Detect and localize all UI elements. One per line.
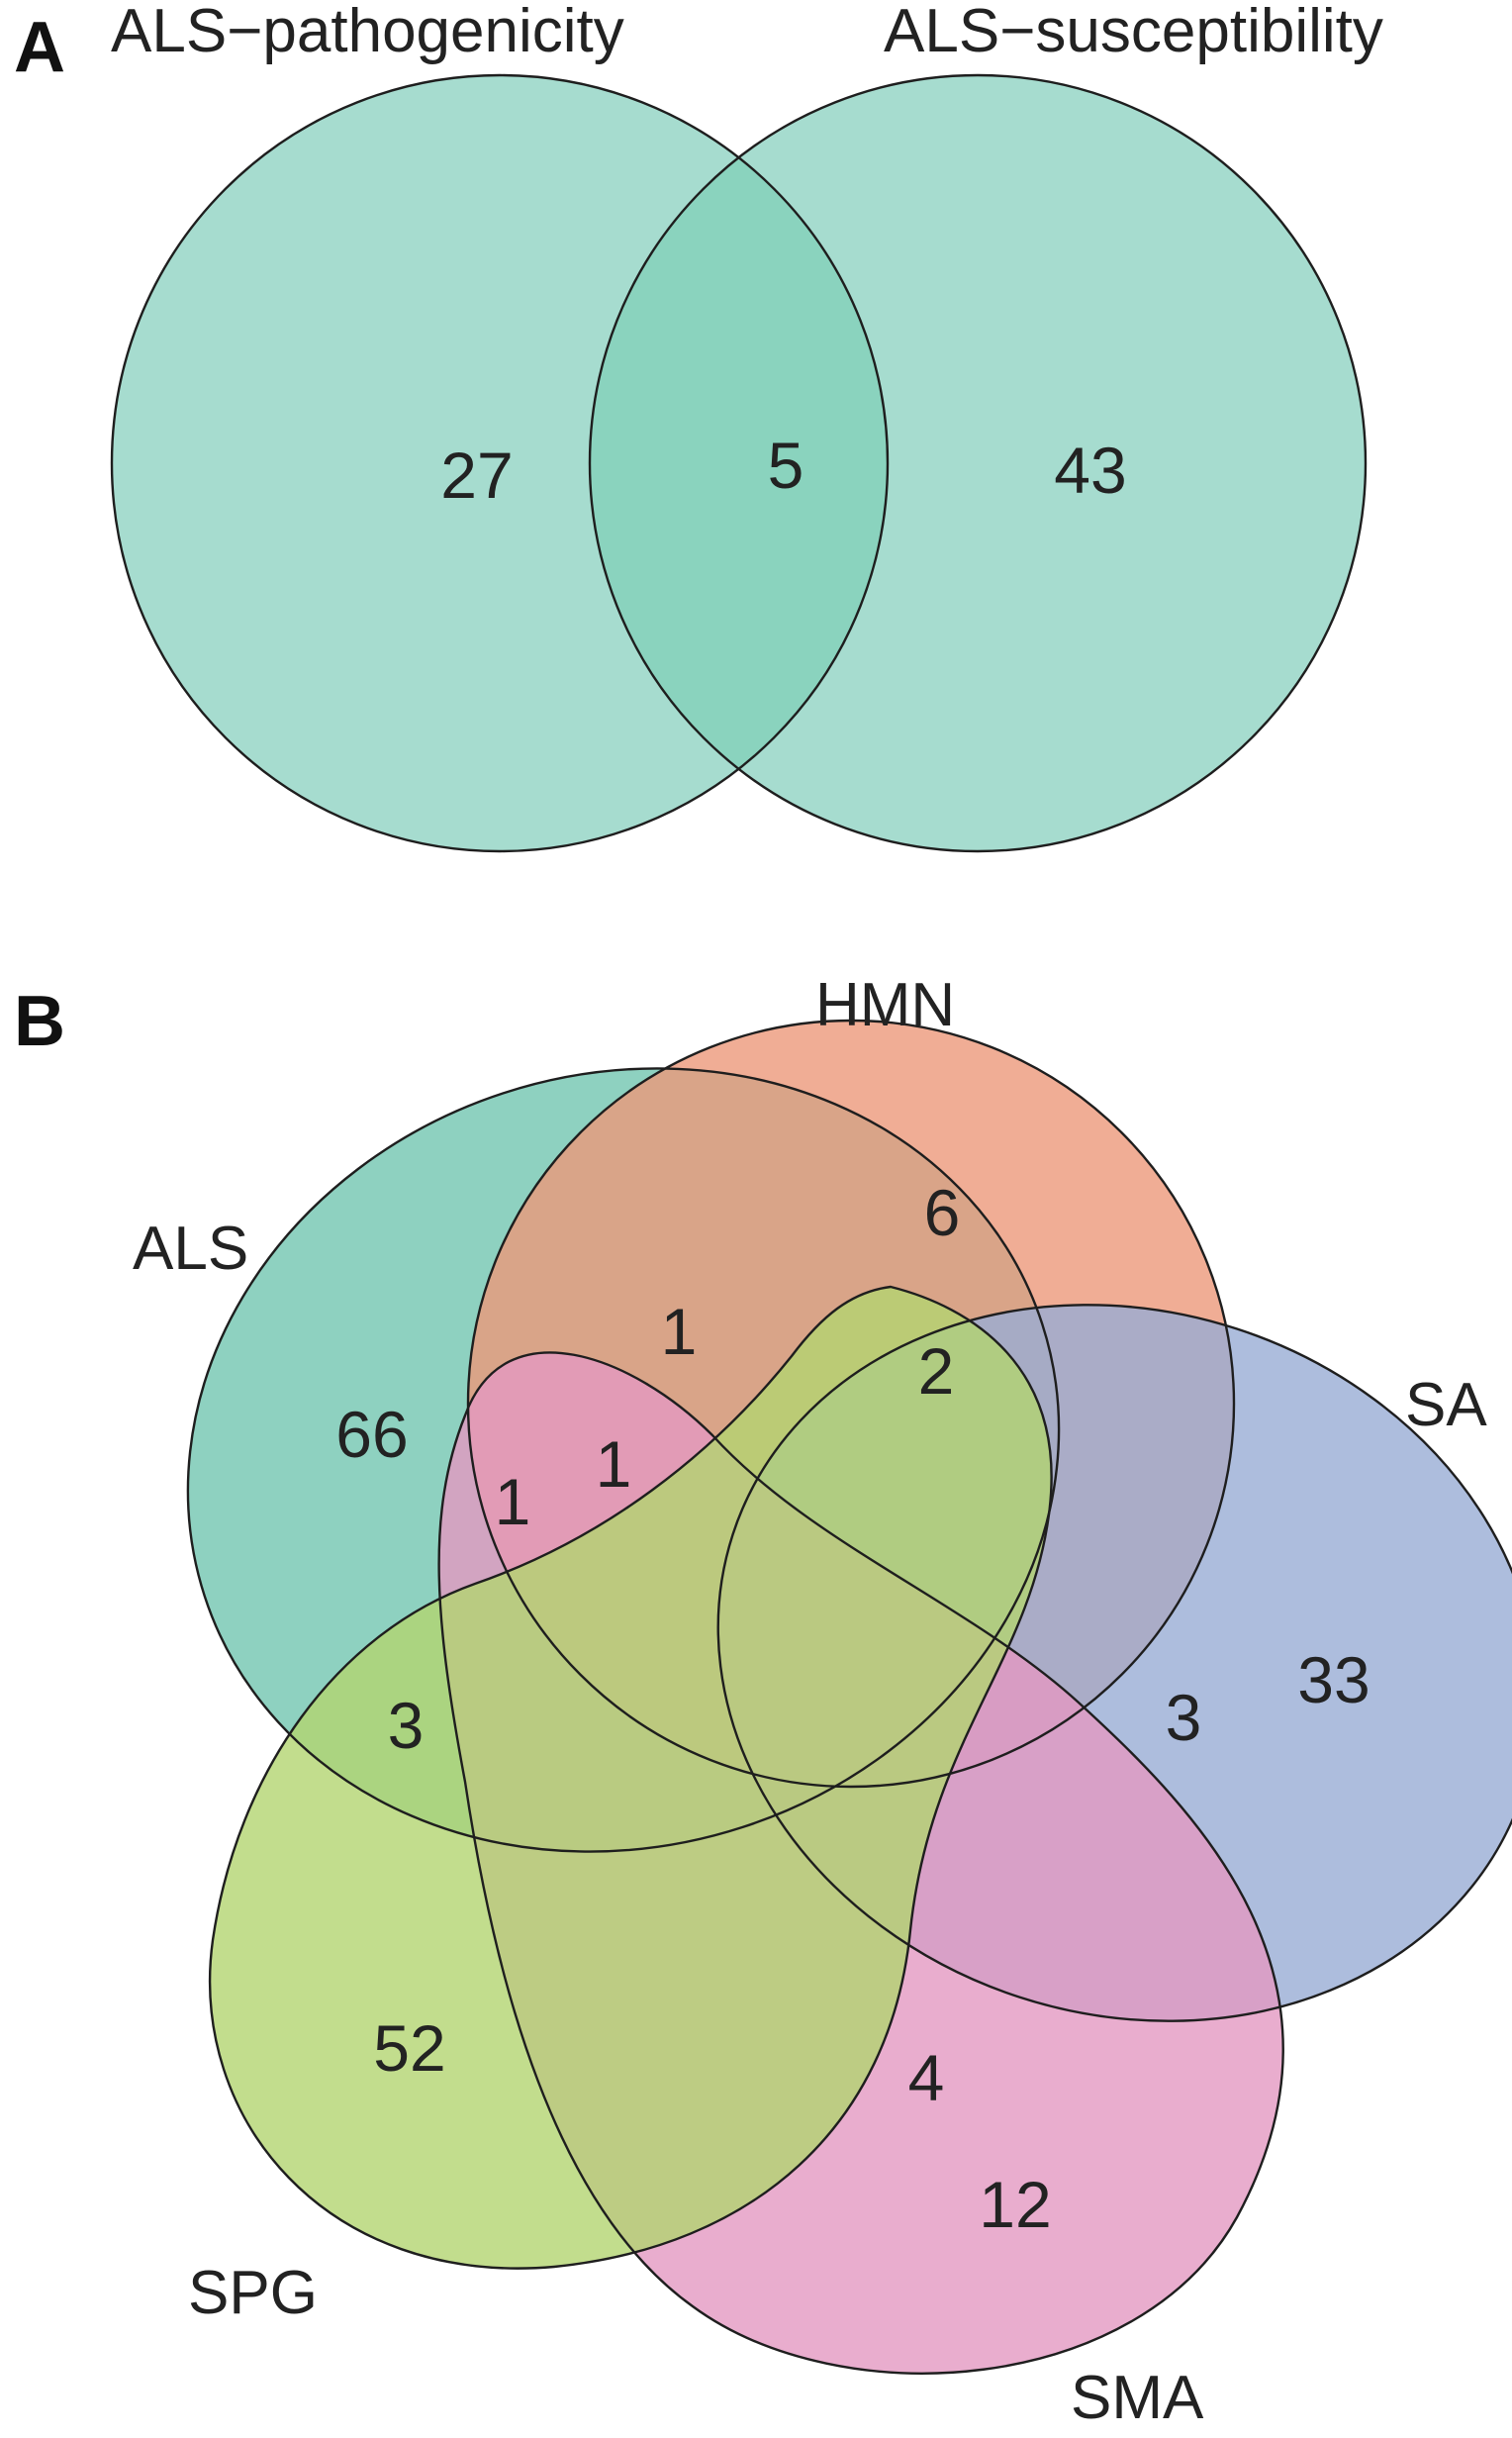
venn-set-spg	[210, 1287, 1052, 2269]
count-als-spg: 3	[388, 1689, 425, 1762]
count-only-susceptibility: 43	[1054, 434, 1126, 507]
count-als-only: 66	[335, 1398, 408, 1471]
set-label-als: ALS	[133, 1215, 248, 1283]
count-sa-only: 33	[1297, 1643, 1370, 1716]
count-spg-only: 52	[373, 2011, 445, 2085]
set-label-spg: SPG	[188, 2259, 318, 2327]
count-als-sma: 1	[495, 1465, 531, 1538]
count-hmn-only: 6	[924, 1176, 961, 1249]
venn-outline-als-susceptibility	[588, 73, 1368, 853]
count-sma-only: 12	[979, 2168, 1051, 2241]
count-sma-spg: 4	[908, 2041, 945, 2114]
venn-outline-als-pathogenicity	[110, 73, 890, 853]
count-only-pathogenicity: 27	[440, 439, 513, 512]
count-sa-sma: 3	[1166, 1681, 1202, 1754]
set-label-sma: SMA	[1071, 2364, 1204, 2432]
set-label-hmn: HMN	[815, 971, 955, 1039]
panel-a-letter: A	[14, 8, 65, 87]
count-als-hmn: 1	[661, 1295, 698, 1368]
set-label-sa: SA	[1405, 1371, 1487, 1439]
venn-outlines	[186, 1019, 1512, 2375]
panel-a: A ALS−pathogenicity ALS−susceptibility 2…	[14, 0, 1383, 853]
count-hmn-spg: 2	[918, 1334, 955, 1408]
panel-b-letter: B	[14, 982, 65, 1061]
set-label-als-pathogenicity: ALS−pathogenicity	[111, 0, 624, 65]
panel-b: B HMN ALS SA SPG SMA 6 1	[14, 971, 1512, 2432]
count-both: 5	[768, 429, 804, 502]
set-label-als-susceptibility: ALS−susceptibility	[884, 0, 1383, 65]
venn-intersection	[590, 75, 888, 851]
count-als-hmn-sma: 1	[596, 1427, 632, 1501]
